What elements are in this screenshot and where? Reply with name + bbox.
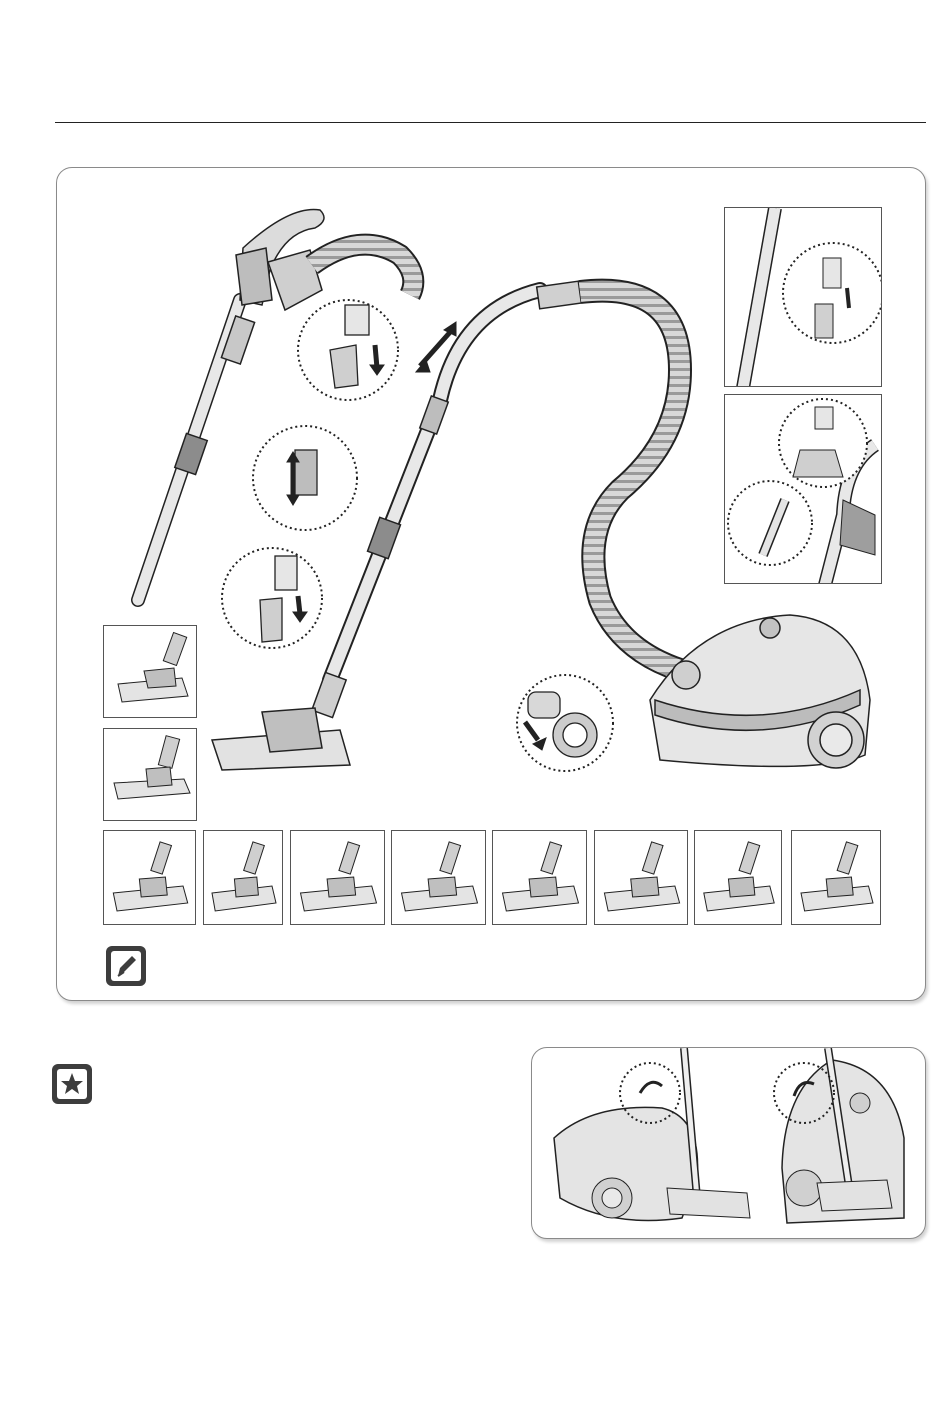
floor-brush-tile-1: [103, 625, 197, 718]
brush-tile-6: [594, 830, 688, 925]
canister-body: [650, 615, 870, 768]
hose-upper-left: [312, 245, 413, 295]
center-wand: [330, 281, 581, 680]
floor-brush-center: [212, 672, 350, 770]
floor-brush-tile-2: [103, 728, 197, 821]
accessory-tool-detail: [724, 394, 882, 584]
brush-tile-8: [791, 830, 881, 925]
brush-tile-1: [103, 830, 196, 925]
brush-tile-7: [694, 830, 782, 925]
main-hose: [580, 291, 680, 670]
brush-tile-5: [492, 830, 587, 925]
pipe-joint-detail: [724, 207, 882, 387]
brush-tile-4: [391, 830, 486, 925]
pencil-note-icon: [106, 946, 146, 986]
callout-parts: [260, 305, 597, 757]
storage-position-illustration: [531, 1047, 926, 1239]
brush-tile-2: [203, 830, 283, 925]
brush-tile-3: [290, 830, 385, 925]
star-icon: [52, 1064, 92, 1104]
handle-wand-left: [138, 209, 324, 600]
